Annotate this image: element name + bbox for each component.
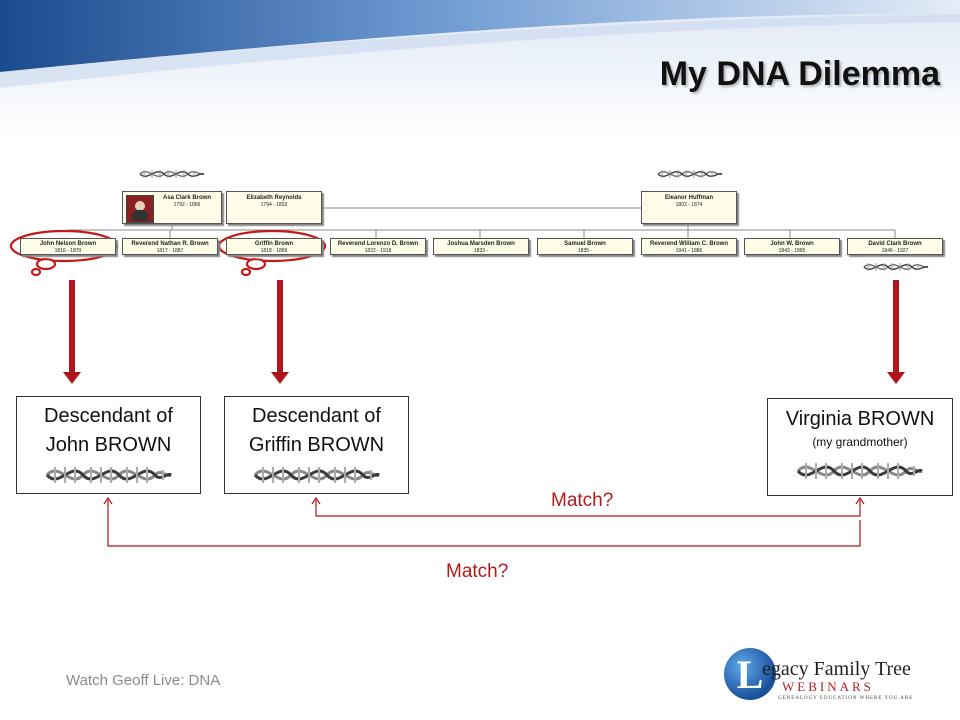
person-name: Reverend Nathan R. Brown bbox=[131, 241, 209, 247]
person-dates: 1822 - 1918 bbox=[364, 248, 392, 254]
person-dates: 1835 - bbox=[577, 248, 593, 254]
person-name: Reverend William C. Brown bbox=[650, 241, 728, 247]
dna-helix-icon bbox=[253, 467, 380, 483]
match-connectors bbox=[103, 496, 865, 547]
arrow-down-icon bbox=[271, 280, 289, 384]
virginia-brown-box: Virginia BROWN (my grandmother) bbox=[767, 398, 953, 496]
tree-person-lorenzo-brown[interactable]: Reverend Lorenzo D. Brown 1822 - 1918 bbox=[330, 238, 426, 255]
box-line-1: Descendant of bbox=[44, 405, 173, 427]
person-name: John Nelson Brown bbox=[39, 241, 97, 247]
box-line-2: John BROWN bbox=[45, 434, 172, 456]
arrow-down-icon bbox=[887, 280, 905, 384]
box-line-2: Griffin BROWN bbox=[248, 434, 385, 456]
person-name: Reverend Lorenzo D. Brown bbox=[337, 241, 419, 247]
person-name: David Clark Brown bbox=[868, 241, 922, 247]
tree-person-david-clark-brown[interactable]: David Clark Brown 1846 - 1927 bbox=[847, 238, 943, 255]
match-label-lower: Match? bbox=[446, 561, 509, 582]
person-name: Griffin Brown bbox=[254, 241, 294, 247]
tree-person-eleanor-huffman[interactable]: Eleanor Huffman 1803 - 1874 bbox=[641, 191, 737, 224]
person-name: Asa Clark Brown bbox=[162, 195, 211, 201]
person-dates: 1803 - 1874 bbox=[675, 202, 703, 208]
dna-helix-icon bbox=[139, 170, 205, 178]
person-dates: 1792 - 1866 bbox=[173, 202, 201, 208]
logo-webinars: WEBINARS bbox=[782, 679, 874, 694]
dna-helix-icon bbox=[657, 170, 723, 178]
person-dates: 1846 - 1927 bbox=[881, 248, 909, 254]
logo-tagline: GENEALOGY EDUCATION WHERE YOU ARE bbox=[778, 696, 914, 701]
tree-person-joshua-brown[interactable]: Joshua Marsden Brown 1833 - bbox=[433, 238, 529, 255]
dna-helix-icon bbox=[45, 467, 172, 483]
header-background bbox=[0, 0, 960, 140]
tree-person-asa-clark-brown[interactable]: Asa Clark Brown 1792 - 1866 bbox=[122, 191, 222, 224]
dna-helix-icon bbox=[796, 463, 923, 479]
footer-text: Watch Geoff Live: DNA bbox=[66, 672, 221, 689]
tree-connectors bbox=[67, 207, 896, 238]
portrait-photo bbox=[126, 195, 154, 223]
tree-person-griffin-brown[interactable]: Griffin Brown 1818 - 1869 bbox=[226, 238, 322, 255]
person-name: John W. Brown bbox=[770, 241, 814, 247]
person-dates: 1817 - 1887 bbox=[156, 248, 184, 254]
match-label-upper: Match? bbox=[551, 490, 614, 511]
box-line-1: Virginia BROWN bbox=[785, 408, 935, 430]
person-dates: 1794 - 1832 bbox=[260, 202, 288, 208]
tree-person-nathan-brown[interactable]: Reverend Nathan R. Brown 1817 - 1887 bbox=[122, 238, 218, 255]
box-line-2: (my grandmother) bbox=[812, 435, 908, 449]
person-dates: 1833 - bbox=[473, 248, 489, 254]
person-dates: 1843 - 1865 bbox=[778, 248, 806, 254]
descendant-john-box: Descendant of John BROWN bbox=[16, 396, 201, 494]
tree-person-samuel-brown[interactable]: Samuel Brown 1835 - bbox=[537, 238, 633, 255]
person-name: Samuel Brown bbox=[564, 241, 606, 247]
dna-helix-icon bbox=[863, 263, 929, 271]
logo-title: egacy Family Tree bbox=[762, 658, 911, 680]
person-dates: 1818 - 1869 bbox=[260, 248, 288, 254]
tree-person-john-nelson-brown[interactable]: John Nelson Brown 1816 - 1870 bbox=[20, 238, 116, 255]
person-dates: 1841 - 1886 bbox=[675, 248, 703, 254]
person-dates: 1816 - 1870 bbox=[54, 248, 82, 254]
person-name: Elizabeth Reynolds bbox=[246, 195, 302, 201]
person-name: Eleanor Huffman bbox=[664, 195, 713, 201]
arrow-down-icon bbox=[63, 280, 81, 384]
tree-person-william-brown[interactable]: Reverend William C. Brown 1841 - 1886 bbox=[641, 238, 737, 255]
tree-person-john-w-brown[interactable]: John W. Brown 1843 - 1865 bbox=[744, 238, 840, 255]
tree-person-elizabeth-reynolds[interactable]: Elizabeth Reynolds 1794 - 1832 bbox=[226, 191, 322, 224]
slide-title: My DNA Dilemma bbox=[659, 55, 940, 93]
logo-initial: L bbox=[724, 648, 776, 700]
person-name: Joshua Marsden Brown bbox=[447, 241, 515, 247]
box-line-1: Descendant of bbox=[252, 405, 381, 427]
descendant-griffin-box: Descendant of Griffin BROWN bbox=[224, 396, 409, 494]
